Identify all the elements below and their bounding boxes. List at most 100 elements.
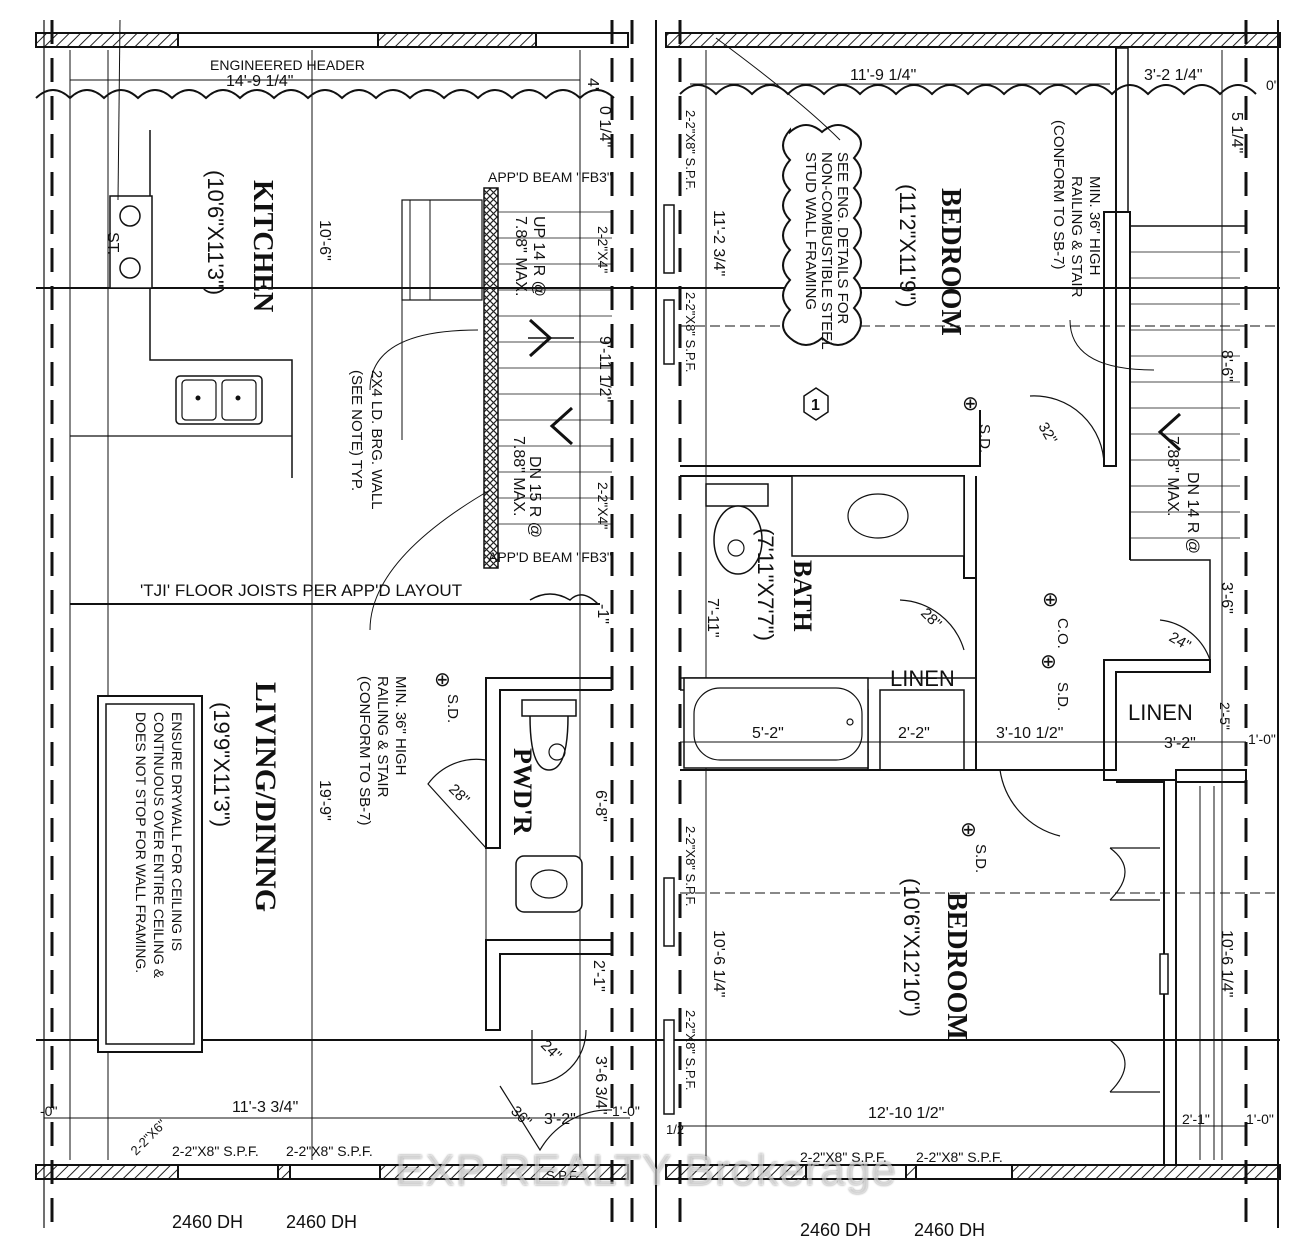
stair-dn-label: DN 15 R @: [526, 456, 543, 538]
drywall-note-box: [97, 695, 203, 1053]
eng-note-line2: NON-COMBUSTIBLE STEEL: [818, 152, 835, 350]
dim-1-0-r: 1'-0": [1248, 731, 1276, 747]
bedroom1-size: (11'2"X11'9"): [895, 184, 920, 308]
stair-r-dn: DN 14 R @: [1184, 472, 1201, 554]
linen-2: LINEN: [1128, 700, 1193, 725]
engineering-note-cloud: [782, 124, 862, 346]
dim-1-0: 1'-0": [612, 1103, 640, 1119]
dim-edge: -0": [40, 1103, 57, 1119]
dim-2-2-top: 2-2"X4": [595, 226, 611, 273]
dim-5-2: 5'-2": [752, 725, 784, 742]
rail-r-line2: RAILING & STAIR: [1068, 176, 1085, 298]
bedroom1-name: BEDROOM: [935, 188, 966, 336]
left-plan: [35, 19, 1280, 1228]
revision-cloud-left: [35, 89, 615, 100]
drywall-note-line2: CONTINUOUS OVER ENTIRE CEILING &: [151, 712, 167, 979]
pwdr-door-28: 28": [445, 781, 473, 809]
dim-10-6-left: 10'-6 1/4": [710, 930, 727, 997]
kitchen-size: (10'6"X11'3"): [203, 170, 228, 295]
spf-bottom-2: 2-2"X8" S.P.F.: [916, 1149, 1003, 1165]
dim-4: 4': [584, 78, 601, 90]
smoke-detector-r1-icon: ⊕: [962, 393, 979, 415]
sd-r1: S.D.: [976, 424, 993, 453]
dim-8-6: 8'-6": [1218, 350, 1235, 382]
dim-11-9: 11'-9 1/4": [850, 67, 916, 84]
smoke-detector-r3-icon: ⊕: [960, 819, 977, 841]
eng-note-number: 1: [811, 397, 820, 414]
living-dining-size: (19'9"X11'3"): [209, 702, 234, 827]
bath-size: (7'11"X7'7"): [753, 528, 778, 641]
pwdr-name: PWD'R: [508, 748, 537, 835]
sd-r2: S.D.: [1054, 682, 1071, 711]
pwdr-sink: [515, 855, 583, 913]
door-28-r: 28": [917, 605, 945, 633]
dim-0-1-4: 0 1/4": [596, 106, 613, 147]
stove: [109, 195, 153, 289]
dim-11-2: 11'-2 3/4": [710, 210, 727, 276]
smoke-detector-r2-icon: ⊕: [1040, 651, 1057, 673]
smoke-detector-icon: ⊕: [434, 669, 451, 691]
dim-11-3: 11'-3 3/4": [232, 1099, 298, 1116]
rail-line3: (CONFORM TO SB-7): [356, 676, 373, 825]
kitchen-sink: [175, 375, 263, 425]
rail-line2: RAILING & STAIR: [374, 676, 391, 798]
dim-2-1: 2'-1": [590, 960, 607, 992]
dim-2-2-bottom: 2-2"X4": [595, 482, 611, 529]
dim-2-1-r: 2'-1": [1182, 1111, 1210, 1127]
spf-1: 2-2"X8" S.P.F.: [683, 110, 698, 191]
bath-vanity: [791, 475, 965, 557]
rail-r-line1: MIN. 36" HIGH: [1086, 176, 1103, 276]
eng-note-line1: SEE ENG. DETAILS FOR: [834, 152, 851, 324]
dim-3-2-top: 3'-2 1/4": [1144, 67, 1203, 84]
sd-r3: S.D.: [972, 844, 989, 873]
beam-bottom-label: APP'D BEAM "FB3": [488, 549, 612, 565]
living-dining-name: LIVING/DINING: [249, 682, 282, 912]
dim-3-6-r: 3'-6": [1218, 582, 1235, 614]
bath-name: BATH: [788, 560, 817, 632]
window-2460-r1: 2460 DH: [800, 1220, 871, 1240]
dim-6-8: 6'-8": [592, 790, 609, 822]
door-24-r: 24": [1166, 629, 1194, 655]
dim-7-11: 7'-11": [704, 598, 721, 638]
bathtub: [683, 677, 869, 769]
rail-r-line3: (CONFORM TO SB-7): [1050, 120, 1067, 269]
dim-9-11: 9'-11 1/2": [596, 336, 613, 402]
drywall-note-line1: ENSURE DRYWALL FOR CEILING IS: [169, 712, 185, 951]
co-label: C.O.: [1054, 618, 1071, 649]
door-36: 36": [507, 1103, 535, 1131]
stair-up-max: 7.88" MAX.: [512, 216, 529, 296]
spf-4: 2-2"X8" S.P.F.: [683, 1010, 698, 1091]
lintel-2: 2-2"X8" S.P.F.: [286, 1143, 373, 1159]
bottom-window-left-1: [177, 1164, 279, 1180]
dim-2-5: 2'-5": [1217, 702, 1233, 730]
revision-cloud-right: [679, 84, 1257, 96]
linen-1: LINEN: [890, 666, 955, 691]
stove-label: ST.: [104, 232, 121, 255]
top-window-left-2: [535, 32, 629, 48]
right-plan: [655, 20, 1281, 1228]
dim-5-1-4: 5 1/4": [1228, 112, 1245, 153]
brg-wall-line2: (SEE NOTE) TYP.: [348, 370, 365, 491]
kitchen-name: KITCHEN: [247, 180, 278, 312]
dim-3-2b: 3'-2": [1164, 735, 1196, 752]
bedroom2-name: BEDROOM: [941, 892, 972, 1040]
beam-fb3: [483, 187, 499, 569]
spf-2: 2-2"X8" S.P.F.: [683, 292, 698, 373]
left-labels: ENGINEERED HEADER 14'-9 1/4" KITCHEN (10…: [40, 57, 640, 1232]
stair-up-label: UP 14 R @: [530, 216, 547, 297]
dim-0: 0": [1266, 77, 1279, 93]
dim-19-9: 19'-9": [316, 780, 333, 821]
bedroom2-size: (10'6"X12'10"): [899, 878, 924, 1017]
engineered-header-label: ENGINEERED HEADER: [210, 57, 365, 73]
window-2460-r2: 2460 DH: [914, 1220, 985, 1240]
dim-3-10: 3'-10 1/2": [996, 725, 1063, 742]
dim-1-2: 1/2: [666, 1122, 684, 1137]
drywall-note-line3: DOES NOT STOP FOR WALL FRAMING.: [133, 712, 149, 973]
dim-2-2: 2'-2": [898, 725, 930, 742]
cleanout-icon: ⊕: [1042, 589, 1059, 611]
dim-3-2: 3'-2": [544, 1111, 576, 1128]
lintel-diag: 2-2"X6": [128, 1116, 170, 1158]
beam-top-label: APP'D BEAM "FB3": [488, 169, 612, 185]
dim-10-6: 10'-6": [316, 220, 333, 261]
